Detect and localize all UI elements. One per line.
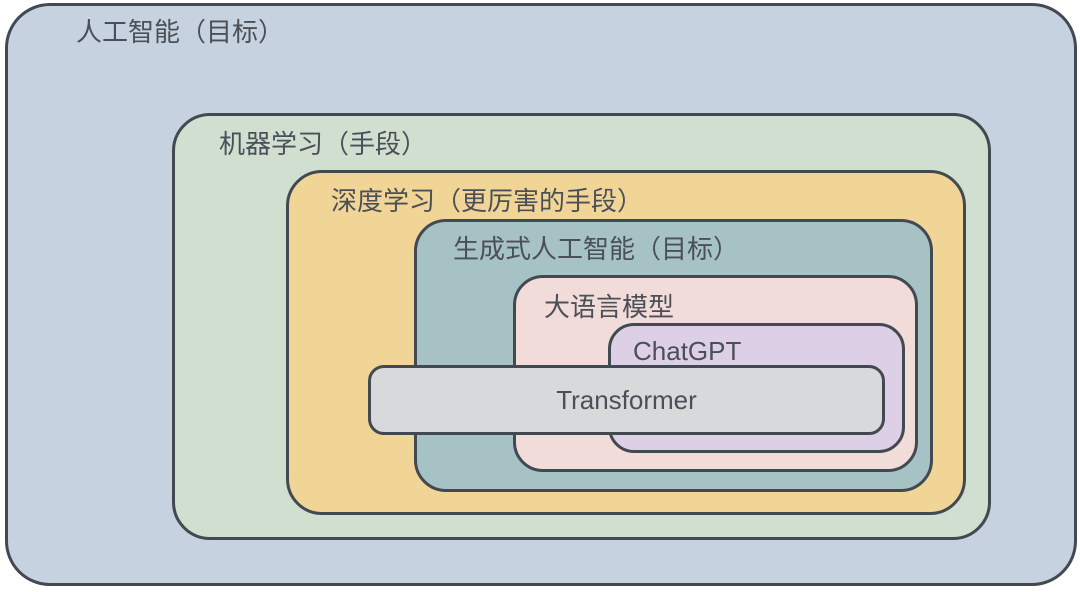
label-deep-learning: 深度学习（更厉害的手段） xyxy=(331,186,644,216)
label-generative-ai: 生成式人工智能（目标） xyxy=(453,234,740,264)
label-artificial-intelligence: 人工智能（目标） xyxy=(76,17,285,47)
label-large-language-model: 大语言模型 xyxy=(544,292,675,322)
label-machine-learning: 机器学习（手段） xyxy=(219,129,428,159)
label-chatgpt: ChatGPT xyxy=(633,336,742,366)
label-transformer: Transformer xyxy=(556,385,697,415)
box-transformer: Transformer xyxy=(368,365,885,435)
